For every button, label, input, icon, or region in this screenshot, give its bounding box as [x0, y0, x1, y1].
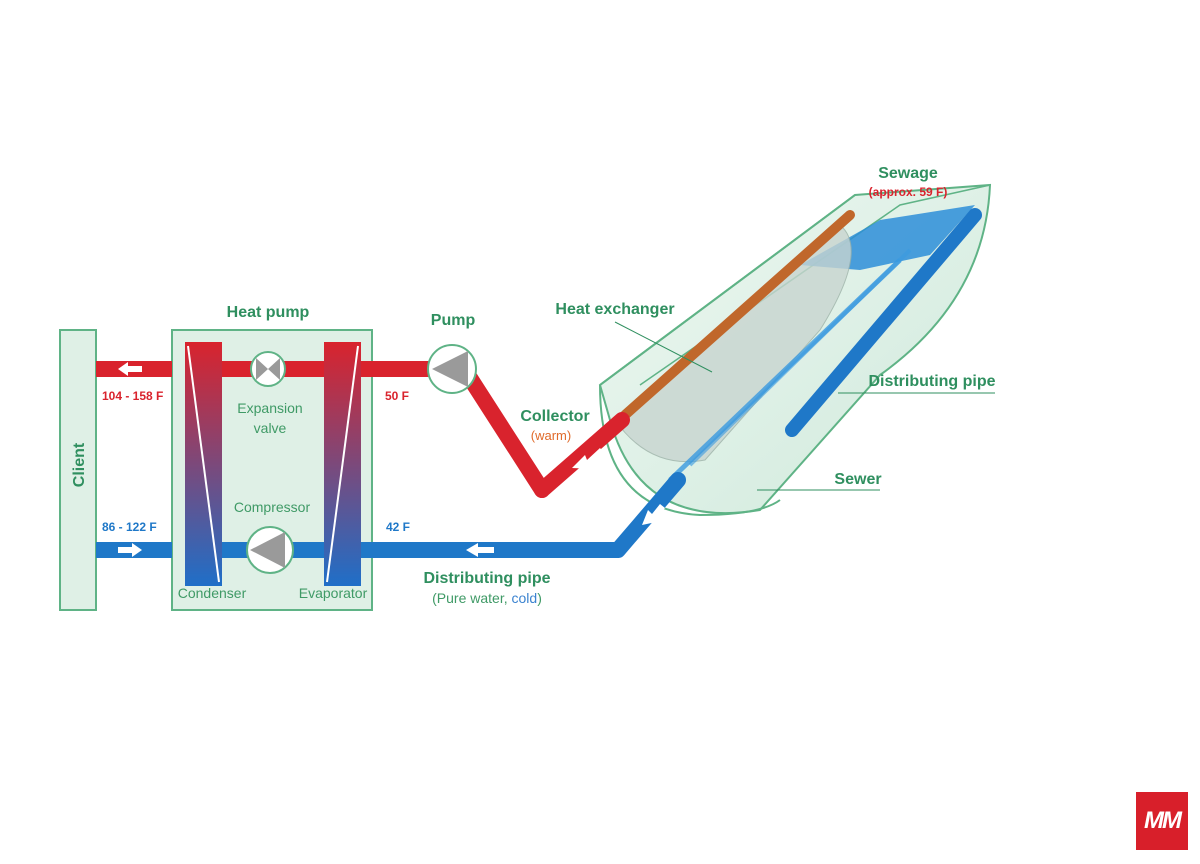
mm-logo: MM [1136, 792, 1188, 850]
condenser-label: Condenser [178, 585, 247, 601]
client-label: Client [71, 442, 88, 487]
expansion-valve-label: Expansion [237, 400, 302, 416]
temp-evaporator-in: 50 F [385, 389, 409, 403]
heat-pump-title: Heat pump [227, 304, 310, 321]
heat-exchanger-leader [614, 321, 713, 373]
logo-text: MM [1144, 807, 1182, 834]
collector-label: Collector [520, 408, 589, 425]
distributing-pipe-bottom-label: Distributing pipe [423, 570, 550, 587]
warm-collector-pipe [361, 361, 630, 498]
temp-return-warm: 86 - 122 F [102, 520, 157, 534]
sewage-temp-label: (approx. 59 F) [869, 185, 948, 199]
pure-water-close: ) [537, 590, 542, 606]
condenser [185, 342, 222, 586]
hot-supply-pipe [96, 361, 324, 377]
distributing-pipe-right-label: Distributing pipe [868, 373, 995, 390]
distributing-pipe-outer [785, 208, 982, 437]
sewer-label: Sewer [834, 471, 881, 488]
cold-distributing-pipe [361, 472, 686, 558]
compressor-label: Compressor [234, 499, 311, 515]
expansion-valve-label-2: valve [254, 420, 287, 436]
sewer-pipe [598, 183, 992, 517]
evaporator-label: Evaporator [299, 585, 368, 601]
temp-evaporator-out: 42 F [386, 520, 410, 534]
collector-warm-label: (warm) [531, 428, 571, 443]
client-panel: Client [59, 329, 97, 611]
expansion-valve [250, 351, 286, 387]
pure-water-open: (Pure water, [432, 590, 511, 606]
heat-exchanger-label: Heat exchanger [555, 301, 674, 318]
heat-exchanger-plate [614, 224, 852, 463]
compressor [246, 526, 294, 574]
pump [427, 344, 477, 394]
evaporator [324, 342, 361, 586]
pure-water-cold: cold [512, 590, 538, 606]
temp-supply-hot: 104 - 158 F [102, 389, 163, 403]
pump-label: Pump [431, 312, 476, 329]
sewage-label: Sewage [878, 165, 938, 182]
pure-water-label: (Pure water, cold) [432, 590, 542, 606]
